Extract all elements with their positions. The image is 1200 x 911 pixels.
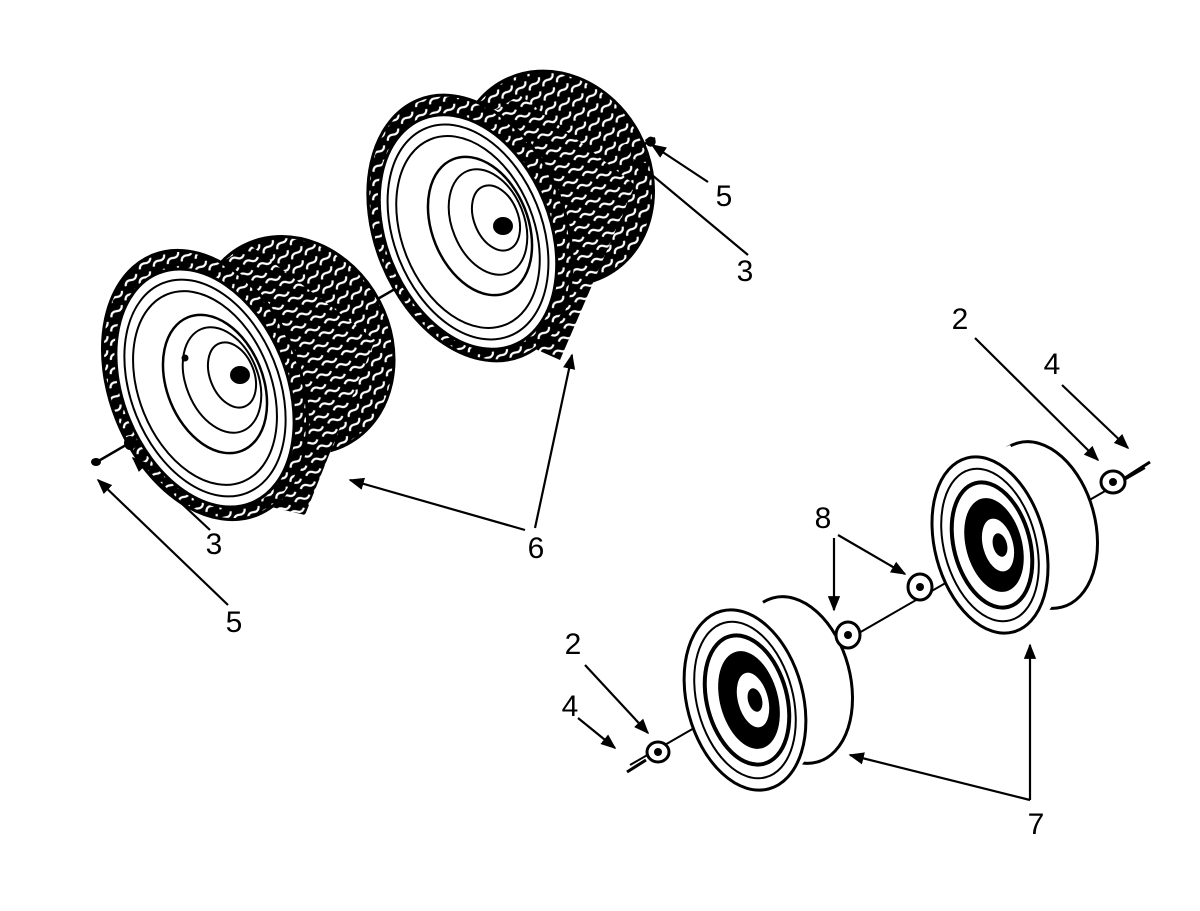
callout-3-top: 3: [737, 255, 754, 288]
callout-5-bottom: 5: [226, 606, 243, 639]
small-wheel-right: [930, 440, 1100, 635]
callout-6: 6: [528, 532, 545, 565]
small-axle-hardware: [626, 460, 1151, 774]
callout-2-right: 2: [952, 303, 969, 336]
large-wheel-front: [100, 235, 396, 522]
callout-2-left: 2: [565, 628, 582, 661]
callout-7: 7: [1028, 808, 1045, 841]
callout-4-left: 4: [562, 690, 579, 723]
large-wheel-back: [366, 69, 656, 363]
callout-3-bottom: 3: [206, 528, 223, 561]
callout-4-right: 4: [1044, 348, 1061, 381]
leader-lines: [96, 144, 1130, 802]
large-axle-hardware: [91, 136, 656, 466]
callout-labels: 2 4 5 3 3 5 6 8 2 4 7: [206, 180, 1061, 841]
small-wheel-left: [682, 595, 855, 792]
callout-5-top: 5: [716, 180, 733, 213]
callout-8: 8: [815, 502, 832, 535]
